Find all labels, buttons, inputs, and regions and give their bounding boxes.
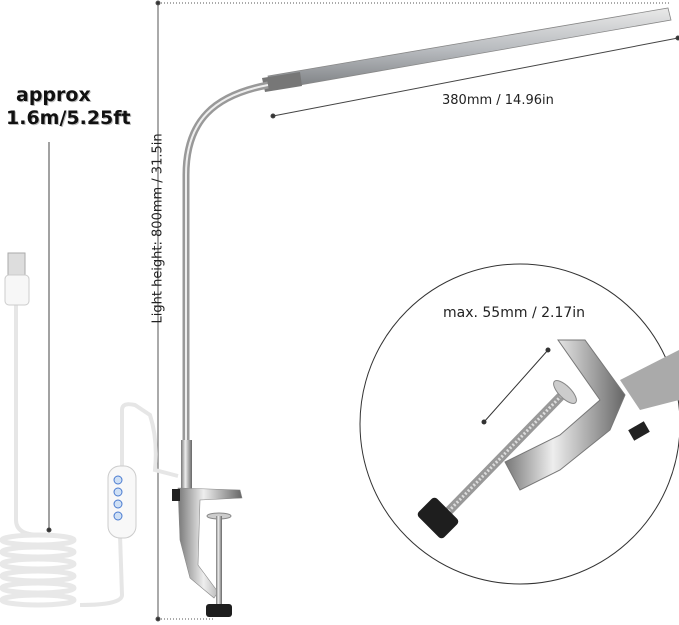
arm-length-label: 380mm / 14.96in — [442, 93, 554, 108]
cable-length-line2: 1.6m/5.25ft — [6, 107, 131, 129]
cable-length-label: approx 1.6m/5.25ft — [6, 84, 131, 130]
cable-dimension-line — [46, 142, 52, 533]
inline-controller — [107, 465, 137, 539]
cable-length-line1: approx — [16, 84, 91, 106]
usb-plug-icon — [4, 252, 30, 306]
light-height-label: Light height: 800mm / 31.5in — [150, 133, 166, 324]
desk-clamp — [172, 440, 243, 617]
gooseneck — [182, 81, 269, 470]
arm-dimension-line — [270, 35, 679, 119]
cable-coil — [0, 532, 77, 608]
height-dimension-line — [155, 0, 670, 622]
clamp-detail-circle — [359, 263, 679, 585]
clamp-max-label: max. 55mm / 2.17in — [443, 305, 586, 321]
lamp-arm — [262, 7, 672, 92]
